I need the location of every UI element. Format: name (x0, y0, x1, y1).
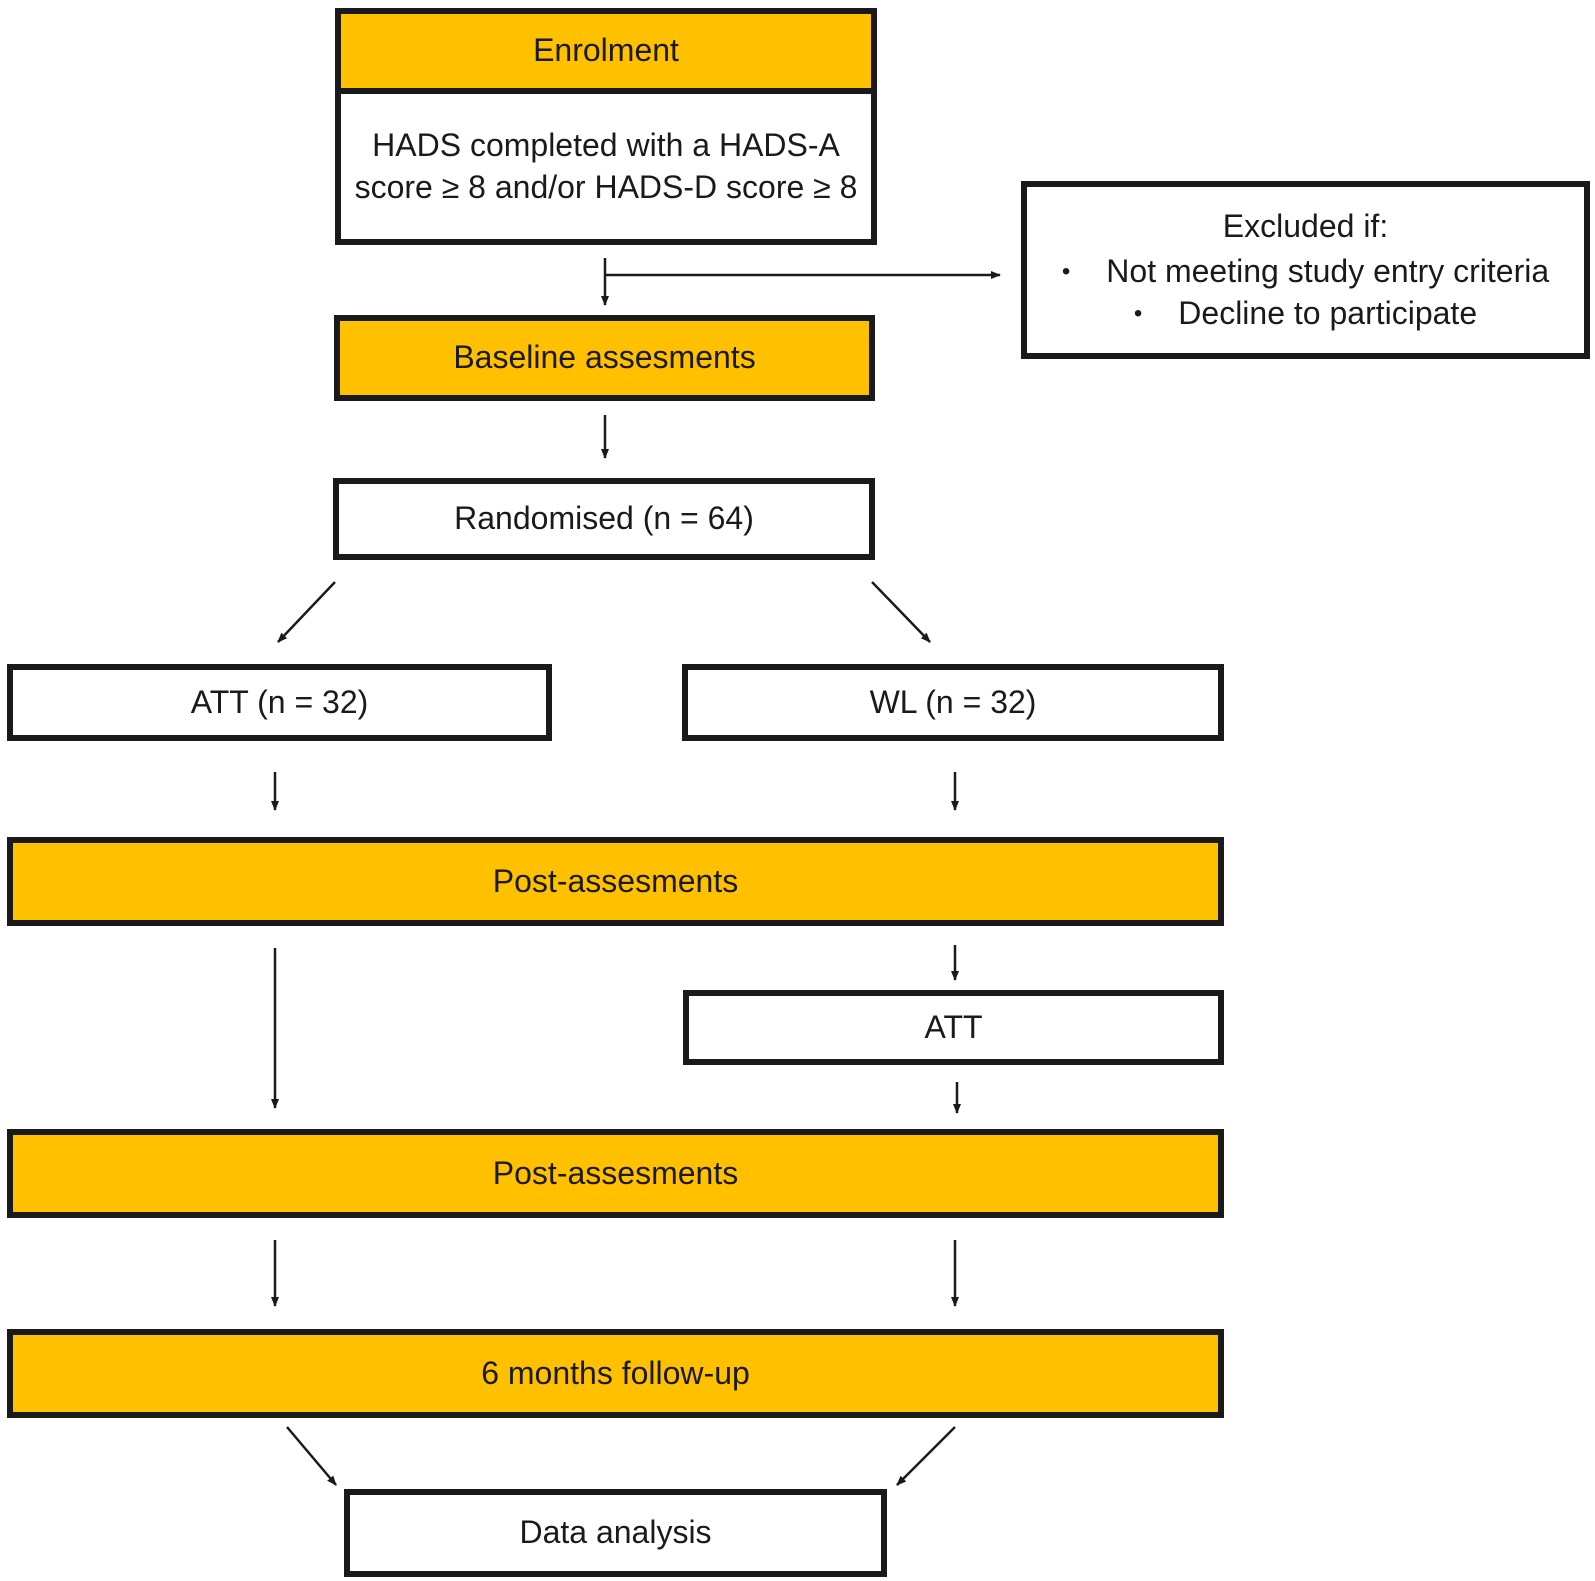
arm-wl-text: WL (n = 32) (869, 683, 1037, 720)
excluded-item-text: Decline to participate (1178, 294, 1478, 331)
arrow-followup-to-analysis-right (896, 1426, 956, 1486)
arrow-randomised-to-wl (871, 581, 931, 643)
arrow-randomised-to-att (277, 581, 336, 643)
enrolment-header: Enrolment (335, 8, 877, 94)
data-analysis-text: Data analysis (519, 1514, 712, 1551)
randomised-box: Randomised (n = 64) (333, 478, 875, 560)
bullet-icon: • (1061, 258, 1071, 286)
excluded-box: Excluded if: • Not meeting study entry c… (1021, 181, 1590, 359)
post-assessments-1-text: Post-assesments (492, 862, 739, 899)
follow-up-box: 6 months follow-up (7, 1329, 1224, 1418)
baseline-text: Baseline assesments (453, 339, 756, 376)
baseline-box: Baseline assesments (334, 315, 875, 401)
excluded-item: • Not meeting study entry criteria (1062, 251, 1549, 293)
bullet-icon: • (1133, 300, 1143, 327)
randomised-text: Randomised (n = 64) (454, 500, 754, 537)
wl-att-text: ATT (924, 1008, 983, 1045)
excluded-item-text: Not meeting study entry criteria (1106, 253, 1550, 290)
arm-wl-box: WL (n = 32) (682, 664, 1224, 741)
excluded-list: • Not meeting study entry criteria • Dec… (1062, 251, 1549, 334)
excluded-item: • Decline to participate (1062, 293, 1549, 335)
follow-up-text: 6 months follow-up (481, 1354, 750, 1391)
enrolment-header-text: Enrolment (533, 32, 679, 69)
arrow-followup-to-analysis-left (286, 1426, 337, 1486)
wl-att-box: ATT (683, 990, 1224, 1065)
post-assessments-2-box: Post-assesments (7, 1129, 1224, 1218)
post-assessments-1-box: Post-assesments (7, 837, 1224, 926)
excluded-title: Excluded if: (1222, 207, 1389, 244)
post-assessments-2-text: Post-assesments (492, 1154, 739, 1191)
arm-att-text: ATT (n = 32) (190, 683, 369, 720)
data-analysis-box: Data analysis (344, 1489, 887, 1577)
enrolment-body-text: HADS completed with a HADS-A score ≥ 8 a… (354, 126, 858, 205)
enrolment-body: HADS completed with a HADS-A score ≥ 8 a… (335, 88, 877, 245)
arm-att-box: ATT (n = 32) (7, 664, 552, 741)
